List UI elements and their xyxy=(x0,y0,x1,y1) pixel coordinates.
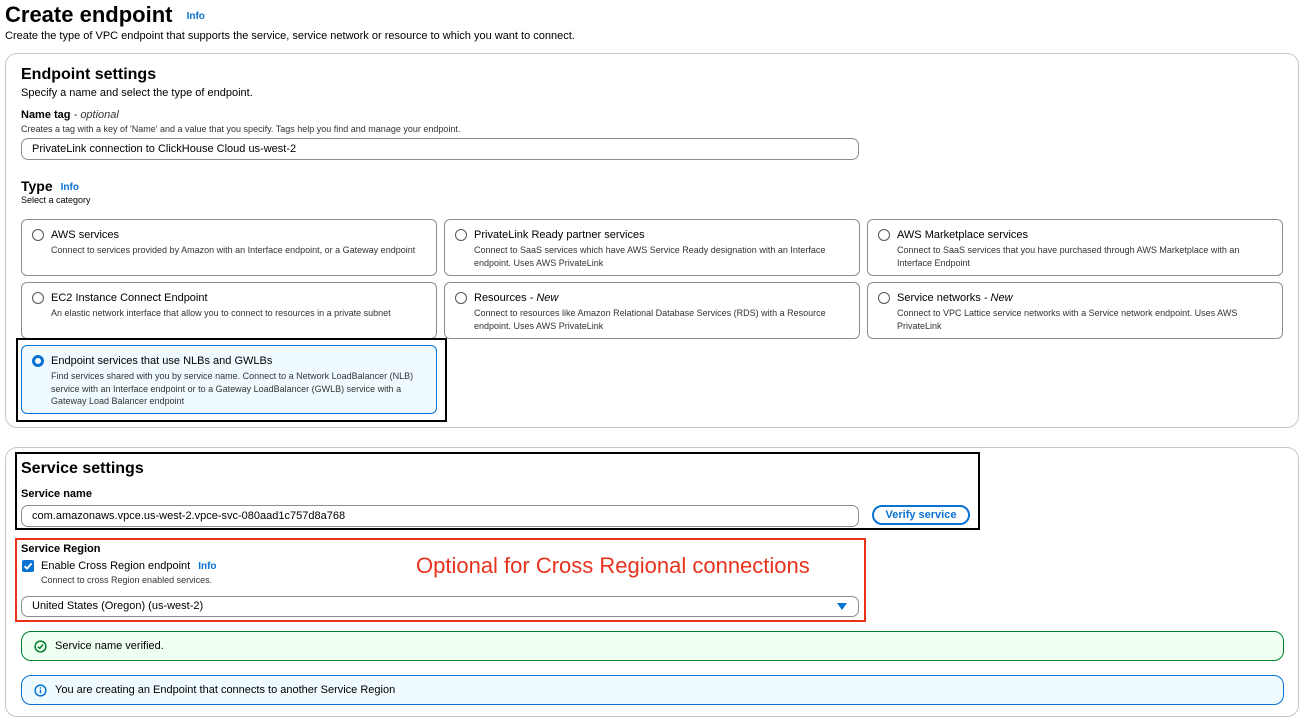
type-option-title: AWS Marketplace services xyxy=(897,229,1029,241)
annotation-text: Optional for Cross Regional connections xyxy=(416,553,810,578)
type-option-title: Service networks - New xyxy=(897,292,1013,304)
service-settings-title: Service settings xyxy=(21,460,144,477)
type-option-service-networks[interactable]: Service networks - New Connect to VPC La… xyxy=(867,282,1283,339)
radio-selected-icon[interactable] xyxy=(32,355,44,367)
type-option-description: Connect to SaaS services which have AWS … xyxy=(474,245,826,268)
name-tag-label: Name tag - optional xyxy=(21,109,119,121)
info-circle-icon xyxy=(34,684,47,697)
type-option-title: Endpoint services that use NLBs and GWLB… xyxy=(51,355,273,367)
type-option-description: Connect to VPC Lattice service networks … xyxy=(897,308,1238,331)
service-region-value: United States (Oregon) (us-west-2) xyxy=(32,600,204,612)
type-option-description: Find services shared with you by service… xyxy=(51,371,414,406)
service-region-select[interactable]: United States (Oregon) (us-west-2) xyxy=(21,596,859,617)
radio-icon[interactable] xyxy=(878,292,890,304)
type-option-description: An elastic network interface that allow … xyxy=(51,308,391,318)
highlight-box-service-name xyxy=(15,452,980,530)
radio-icon[interactable] xyxy=(32,229,44,241)
name-tag-hint: Creates a tag with a key of 'Name' and a… xyxy=(21,124,461,134)
service-name-input[interactable]: com.amazonaws.vpce.us-west-2.vpce-svc-08… xyxy=(21,505,859,527)
name-tag-input[interactable]: PrivateLink connection to ClickHouse Clo… xyxy=(21,138,859,160)
radio-icon[interactable] xyxy=(455,229,467,241)
type-hint: Select a category xyxy=(21,195,91,205)
page-title-text: Create endpoint xyxy=(5,2,173,27)
type-option-description: Connect to resources like Amazon Relatio… xyxy=(474,308,826,331)
type-option-title: PrivateLink Ready partner services xyxy=(474,229,645,241)
info-alert: You are creating an Endpoint that connec… xyxy=(21,675,1284,705)
check-icon xyxy=(23,562,33,570)
check-circle-icon xyxy=(34,640,47,653)
highlight-box-service-region xyxy=(15,538,866,622)
type-option-title: AWS services xyxy=(51,229,120,241)
new-badge: - New xyxy=(526,292,559,304)
verify-service-button[interactable]: Verify service xyxy=(872,505,970,525)
endpoint-settings-description: Specify a name and select the type of en… xyxy=(21,87,253,99)
page-info-link[interactable]: Info xyxy=(186,10,205,22)
type-option-marketplace[interactable]: AWS Marketplace services Connect to SaaS… xyxy=(867,219,1283,276)
radio-icon[interactable] xyxy=(455,292,467,304)
type-option-description: Connect to services provided by Amazon w… xyxy=(51,245,416,255)
success-alert: Service name verified. xyxy=(21,631,1284,661)
cross-region-checkbox[interactable] xyxy=(22,560,34,572)
type-option-title: EC2 Instance Connect Endpoint xyxy=(51,292,208,304)
service-name-label: Service name xyxy=(21,488,92,500)
page-title: Create endpoint Info xyxy=(5,2,205,28)
highlight-box-endpoint-services xyxy=(16,338,447,422)
type-option-endpoint-services[interactable]: Endpoint services that use NLBs and GWLB… xyxy=(21,345,437,414)
optional-marker: - optional xyxy=(73,109,119,121)
new-badge: - New xyxy=(980,292,1013,304)
type-option-title: Resources - New xyxy=(474,292,559,304)
cross-region-hint: Connect to cross Region enabled services… xyxy=(41,575,213,585)
radio-icon[interactable] xyxy=(878,229,890,241)
endpoint-settings-title: Endpoint settings xyxy=(21,66,157,83)
service-region-label: Service Region xyxy=(21,543,101,555)
caret-down-icon xyxy=(837,603,847,610)
cross-region-info-link[interactable]: Info xyxy=(198,560,217,572)
info-message: You are creating an Endpoint that connec… xyxy=(55,684,396,696)
type-option-description: Connect to SaaS services that you have p… xyxy=(897,245,1240,268)
type-option-privatelink-partner[interactable]: PrivateLink Ready partner services Conne… xyxy=(444,219,860,276)
type-info-link[interactable]: Info xyxy=(60,181,79,193)
endpoint-settings-panel: Endpoint settings Specify a name and sel… xyxy=(5,53,1299,428)
page-description: Create the type of VPC endpoint that sup… xyxy=(5,30,575,42)
service-settings-panel: Service settings Service name com.amazon… xyxy=(5,447,1299,717)
success-message: Service name verified. xyxy=(55,640,164,652)
radio-icon[interactable] xyxy=(32,292,44,304)
type-option-resources[interactable]: Resources - New Connect to resources lik… xyxy=(444,282,860,339)
type-option-aws-services[interactable]: AWS services Connect to services provide… xyxy=(21,219,437,276)
type-option-ec2-instance-connect[interactable]: EC2 Instance Connect Endpoint An elastic… xyxy=(21,282,437,339)
